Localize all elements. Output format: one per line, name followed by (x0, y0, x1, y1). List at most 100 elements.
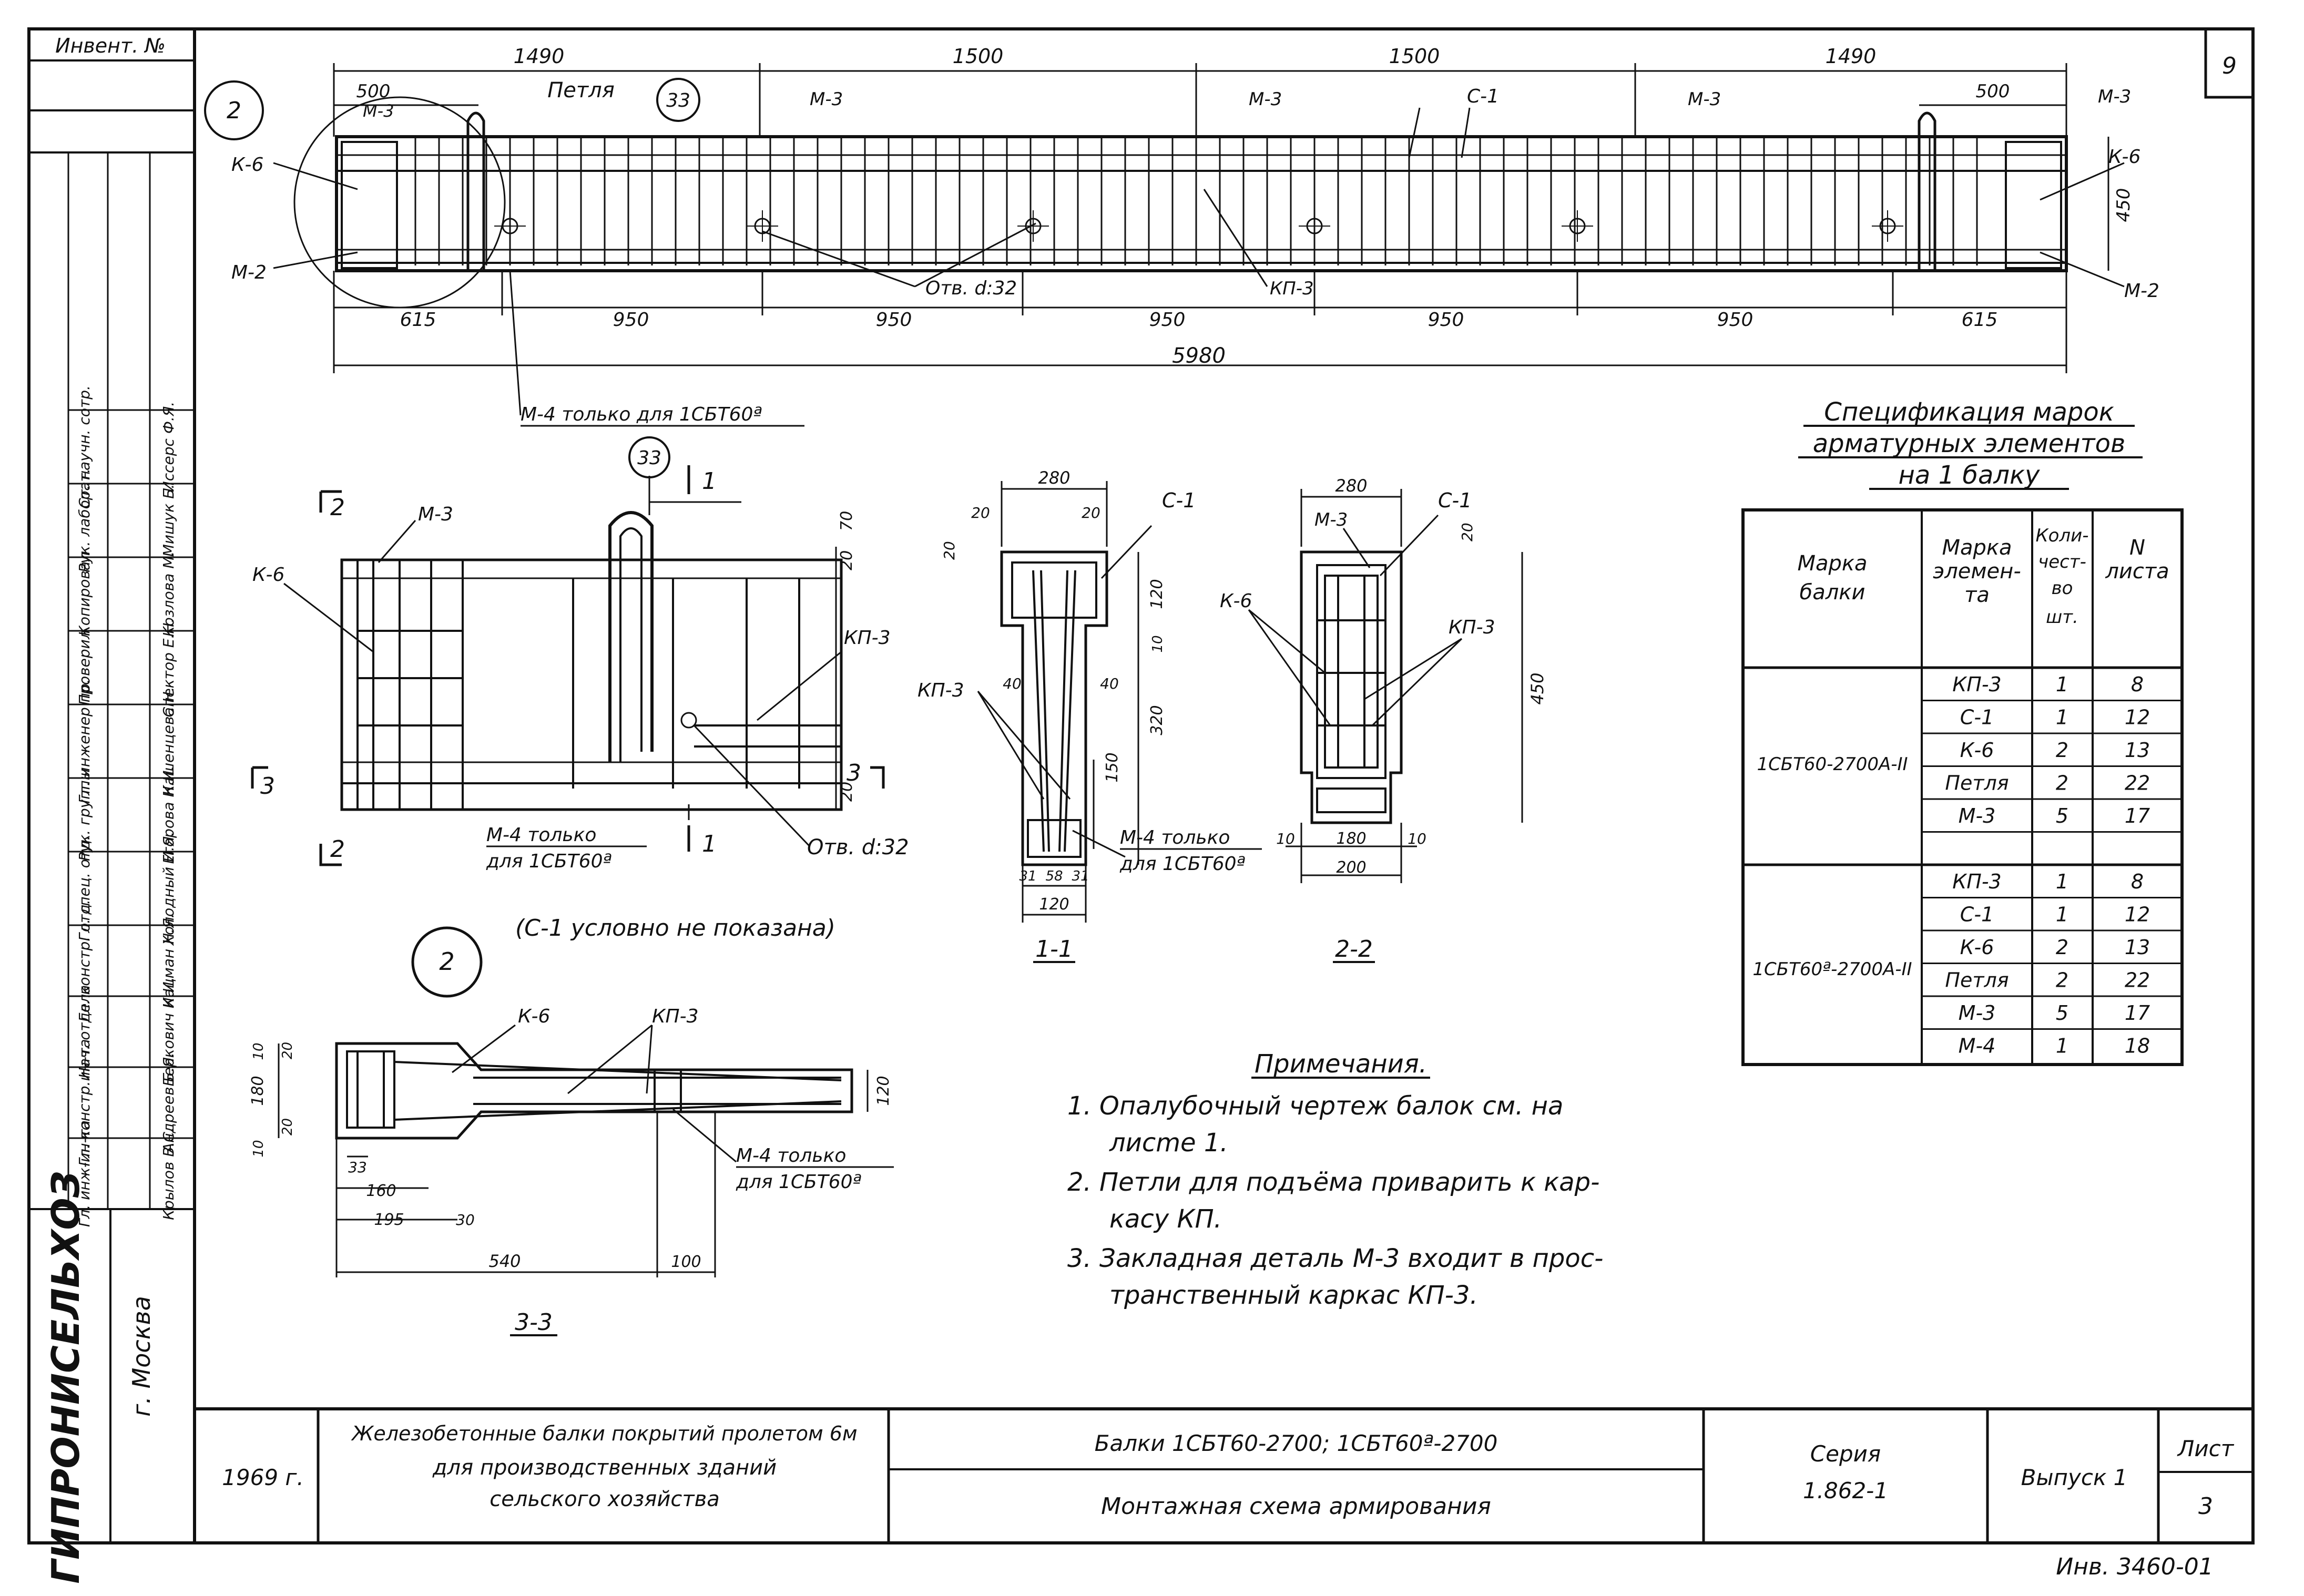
project-line-1: Железобетонные балки покрытий пролетом 6… (351, 1422, 857, 1445)
section-2-2-title: 2-2 (1335, 936, 1373, 963)
bottom-dim-950-3: 950 (1149, 309, 1186, 331)
loop-ref-33: 33 (666, 90, 690, 111)
stamp-role: Нач. отдела (76, 985, 93, 1079)
main-dim-1490-left: 1490 (514, 45, 565, 68)
stamp-name: Беркович И.И. (160, 977, 177, 1086)
section-mark-3-left: 3 (260, 773, 275, 800)
spec-cell: С-1 (1960, 903, 1994, 926)
s1-dim-40-b: 40 (1100, 675, 1119, 692)
stamp-name: Козлова М. (160, 551, 177, 637)
spec-head-beam-1: Марка (1797, 551, 1867, 576)
project-line-2: для производственных зданий (432, 1456, 777, 1480)
spec-cell: 22 (2125, 969, 2150, 992)
beam-marks: Балки 1СБТ60-2700; 1СБТ60ª-2700 (1095, 1430, 1498, 1456)
label-m2-right: М-2 (2124, 280, 2159, 302)
label-c1: С-1 (1467, 86, 1499, 107)
bottom-dim-950-1: 950 (613, 309, 649, 331)
s2-label-kp3: КП-3 (1449, 617, 1495, 638)
stamp-role: Рук. группы (76, 769, 93, 861)
label-m3-5: М-3 (2098, 86, 2131, 107)
detail-ref-33: 33 (637, 447, 661, 469)
s3-label-kp3: КП-3 (652, 1006, 699, 1027)
spec-cell: КП-3 (1952, 870, 2001, 893)
s3-m4-note-1: М-4 только (736, 1145, 846, 1167)
s1-m4-note-2: для 1СБТ60ª (1119, 853, 1246, 875)
bottom-dim-950-5: 950 (1717, 309, 1754, 331)
spec-cell: К-6 (1960, 936, 1994, 959)
spec-head-sheet-2: листа (2105, 559, 2169, 584)
label-kp3: КП-3 (1270, 278, 1314, 299)
section-mark-1-bottom: 1 (702, 831, 717, 857)
hole-marker (1562, 210, 1593, 242)
s3-dim-10: 10 (251, 1140, 267, 1157)
s1-dim-20-c: 20 (941, 541, 958, 560)
s2-label-k6: К-6 (1220, 590, 1252, 612)
spec-beam-2: 1СБТ60ª-2700А-II (1752, 959, 1912, 980)
spec-cell: Петля (1945, 772, 2009, 795)
s1-dim-31-a: 31 (1019, 868, 1036, 884)
spec-cell: С-1 (1960, 706, 1994, 729)
spec-cell: К-6 (1960, 739, 1994, 762)
bottom-dim-950-2: 950 (876, 309, 912, 331)
detail-view (251, 436, 885, 866)
stamp-name: Мишук Б. (160, 484, 177, 557)
spec-head-qty-1: Коли- (2035, 525, 2088, 546)
main-dim-1500-b: 1500 (1389, 45, 1440, 68)
section-3-3-title: 3-3 (515, 1309, 553, 1336)
spec-cell: 17 (2125, 804, 2150, 827)
main-dim-450: 450 (2113, 188, 2134, 222)
spec-head-beam-2: балки (1800, 580, 1865, 605)
section-3-3 (278, 926, 869, 1277)
spec-cell: М-4 (1959, 1035, 1996, 1058)
note-line-1: 1. Опалубочный чертеж балок см. на (1067, 1091, 1563, 1121)
hole-marker (747, 210, 778, 242)
detail-m4-note-1: М-4 только (486, 824, 596, 846)
sheet-frame (27, 27, 2255, 1544)
spec-cell: 1 (2056, 706, 2068, 729)
label-m2-left: М-2 (231, 262, 267, 283)
note-line-4: касу КП. (1109, 1204, 1222, 1234)
section-2-2 (1248, 489, 1523, 883)
spec-cell: Петля (1945, 969, 2009, 992)
bottom-stamp: Инв. 3460-01 (2056, 1553, 2213, 1580)
s2-dim-280: 280 (1335, 476, 1367, 496)
sheet-label: Лист (2177, 1436, 2235, 1461)
label-m3-4: М-3 (1688, 89, 1721, 110)
city-name: г. Москва (127, 1296, 156, 1417)
stamp-role: Рук. лаборат. (76, 468, 93, 572)
s1-m4-note-1: М-4 только (1120, 827, 1230, 848)
s2-dim-20: 20 (1459, 523, 1476, 541)
spec-beam-1: 1СБТ60-2700А-II (1757, 754, 1908, 775)
s3-dim-20-bottom: 20 (280, 1118, 295, 1135)
spec-title-3: на 1 балку (1899, 461, 2041, 490)
detail-dim-20-bottom: 20 (838, 782, 856, 802)
spec-head-sheet-1: N (2129, 536, 2145, 560)
spec-head-elem-2: элемен- (1933, 559, 2021, 584)
s2-label-c1: С-1 (1438, 489, 1472, 512)
section-1-1 (977, 481, 1153, 923)
stamp-name: Крылов В.С. (160, 1127, 177, 1220)
detail-label-m3: М-3 (418, 504, 453, 525)
spec-cell: 5 (2056, 1001, 2068, 1025)
section-1-1-title: 1-1 (1035, 936, 1073, 963)
inventory-label: Инвент. № (55, 34, 166, 57)
stamp-role: Ст. научн. сотр. (76, 385, 93, 508)
issue: Выпуск 1 (2021, 1465, 2128, 1490)
spec-cell: 1 (2056, 1035, 2068, 1058)
spec-head-qty-3: во (2052, 578, 2073, 599)
hole-marker (1872, 210, 1903, 242)
section-mark-1-top: 1 (702, 468, 717, 495)
spec-cell: 12 (2125, 706, 2150, 729)
s1-label-c1: С-1 (1162, 489, 1196, 512)
stamp-role: Проверил (76, 630, 93, 705)
detail-label-hole: Отв. d:32 (807, 835, 909, 860)
s1-label-kp3: КП-3 (917, 680, 964, 701)
detail-dim-20-top: 20 (838, 550, 856, 570)
stamp-name: Егорова Н.И. (160, 766, 177, 864)
label-m3-1: М-3 (363, 101, 394, 121)
stamp-role: Гл. констр. отд. (76, 899, 93, 1022)
spec-cell: 1 (2056, 903, 2068, 926)
stamp-name: Андреев Б.Я. (160, 1052, 177, 1154)
main-dim-500-left: 500 (356, 81, 391, 102)
